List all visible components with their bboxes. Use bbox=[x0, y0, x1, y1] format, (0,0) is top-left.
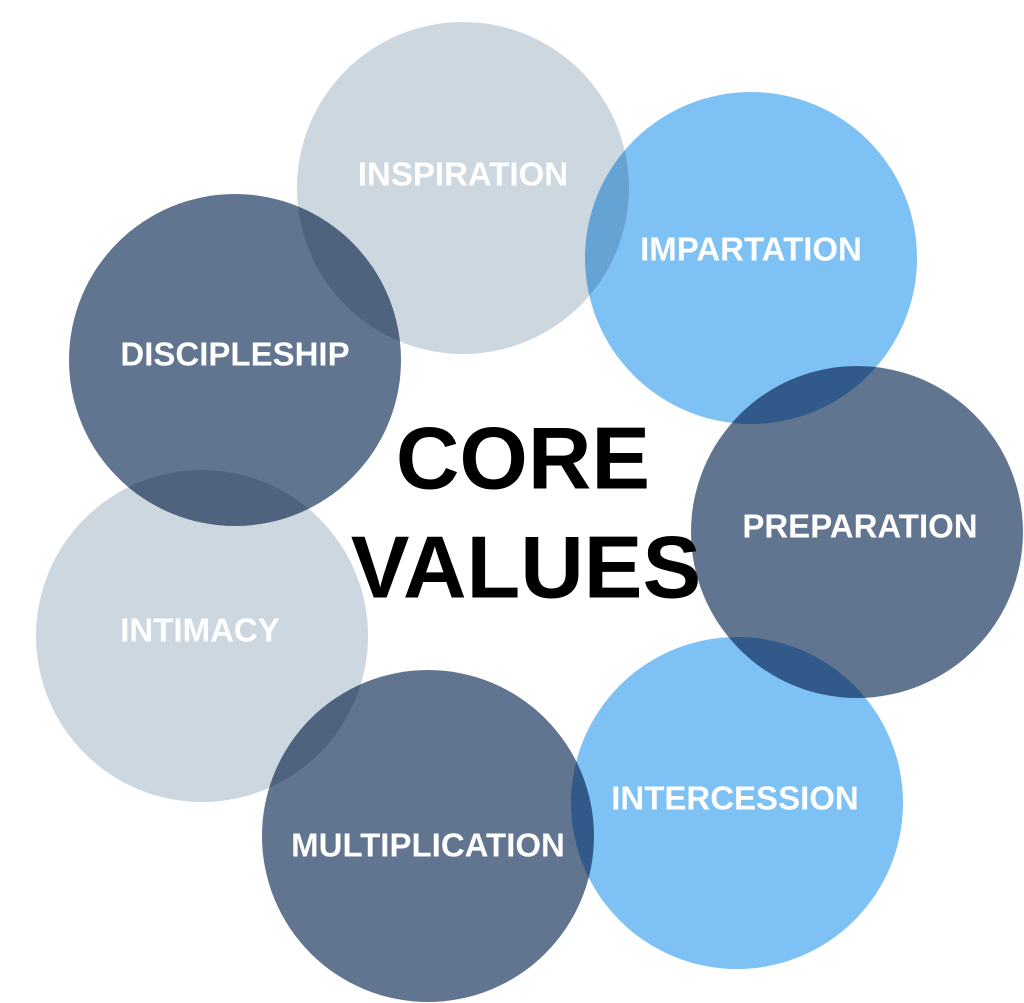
circles-layer bbox=[36, 22, 1023, 1002]
preparation-circle bbox=[691, 366, 1023, 698]
impartation-circle bbox=[585, 92, 917, 424]
intimacy-label: INTIMACY bbox=[120, 612, 280, 649]
intercession-circle bbox=[571, 637, 903, 969]
preparation-label: PREPARATION bbox=[742, 508, 977, 545]
inspiration-circle bbox=[297, 22, 629, 354]
labels-layer: INSPIRATION IMPARTATION PREPARATION INTERCE… bbox=[120, 156, 977, 864]
discipleship-circle bbox=[69, 194, 401, 526]
intercession-label: INTERCESSION bbox=[611, 780, 859, 817]
multiplication-circle bbox=[262, 670, 594, 1002]
center-title-line2: VALUES bbox=[351, 518, 701, 617]
intimacy-circle bbox=[36, 470, 368, 802]
multiplication-label: MULTIPLICATION bbox=[291, 827, 565, 864]
discipleship-label: DISCIPLESHIP bbox=[120, 336, 349, 373]
impartation-label: IMPARTATION bbox=[640, 231, 862, 268]
center-title-line1: CORE bbox=[396, 409, 650, 508]
inspiration-label: INSPIRATION bbox=[358, 156, 568, 193]
